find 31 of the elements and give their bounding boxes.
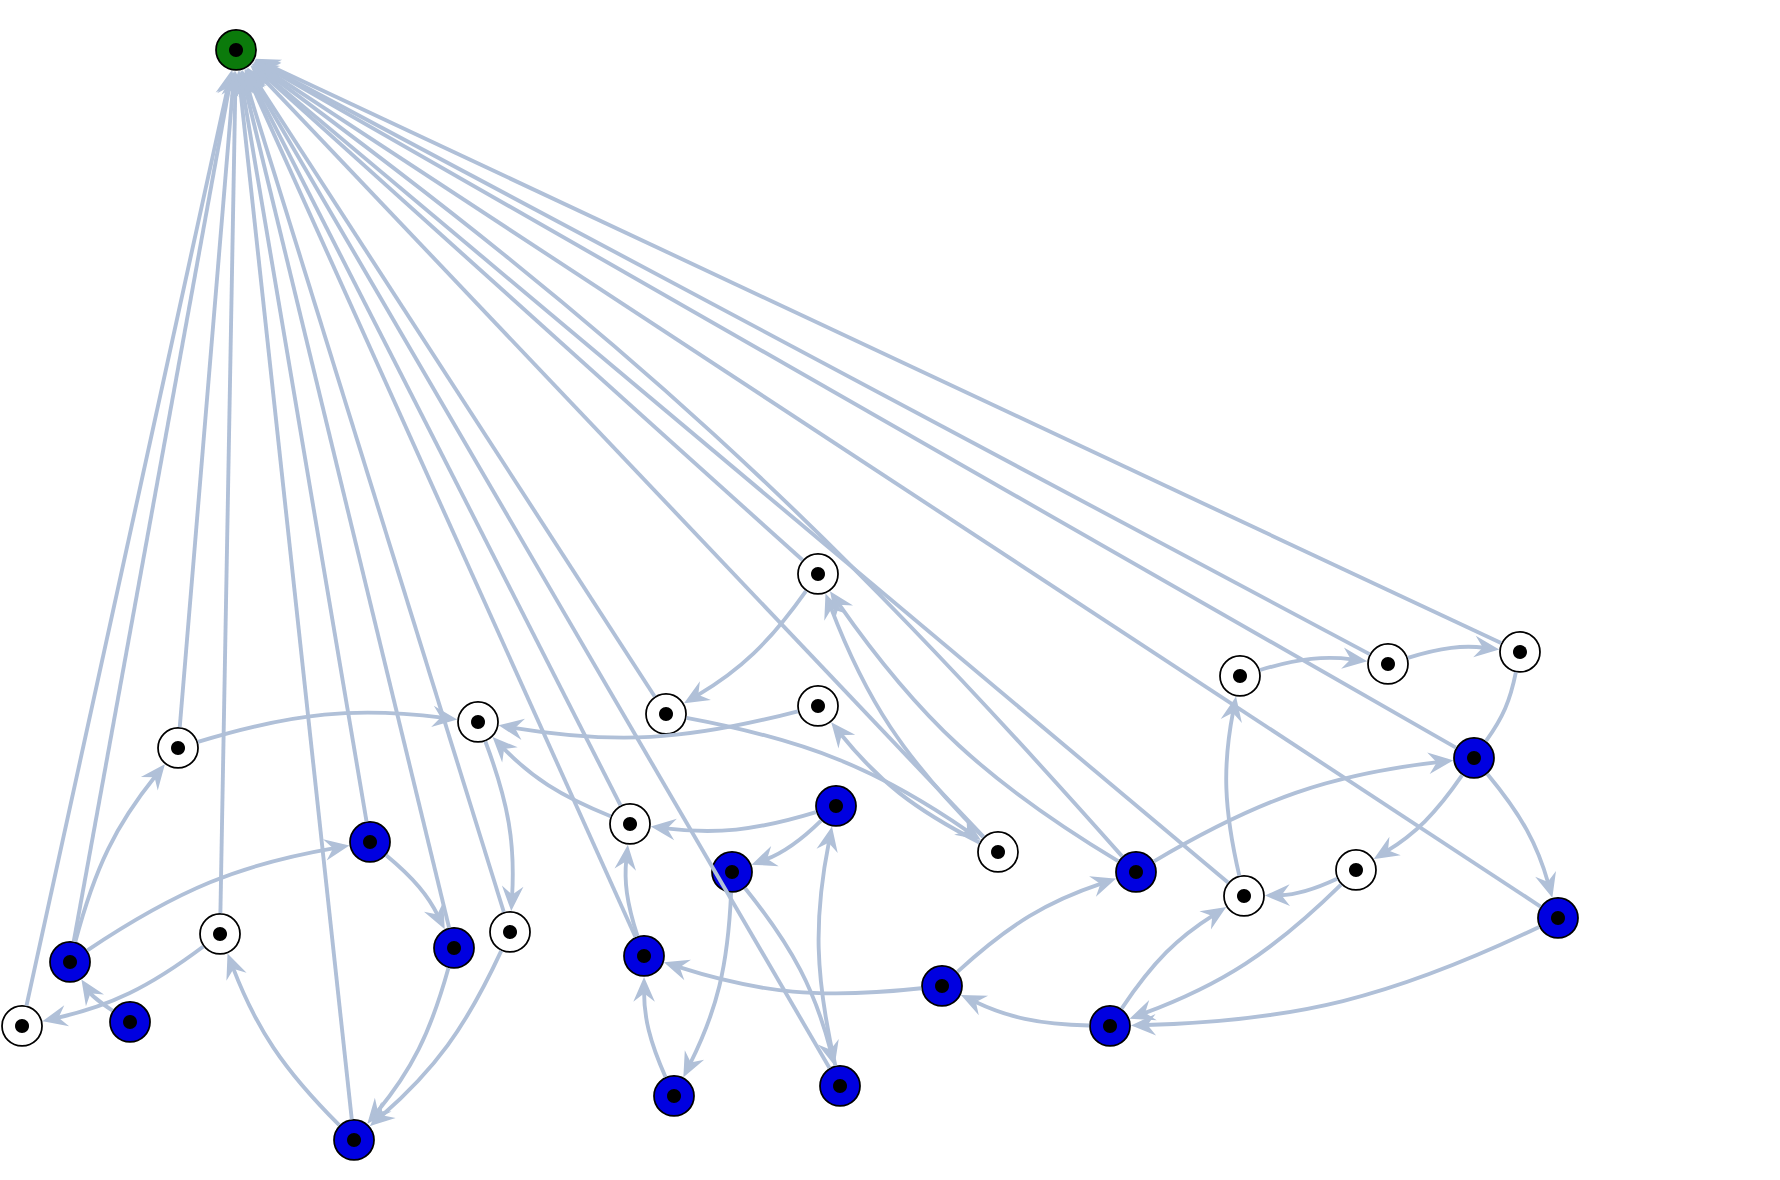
circle-node xyxy=(1089,1005,1131,1047)
circle-node xyxy=(1335,849,1377,891)
circle-node xyxy=(815,785,857,827)
circle-node xyxy=(645,693,687,735)
circle-node xyxy=(977,831,1019,873)
circle-node xyxy=(1453,737,1495,779)
circle-node xyxy=(653,1075,695,1117)
circle-node xyxy=(109,1001,151,1043)
circle-node xyxy=(457,701,499,743)
circle-node xyxy=(1219,655,1261,697)
circle-node xyxy=(215,29,257,71)
circle-node xyxy=(433,927,475,969)
circle-node xyxy=(157,727,199,769)
circle-node xyxy=(333,1119,375,1161)
circle-node xyxy=(711,851,753,893)
circle-node xyxy=(797,685,839,727)
circle-node xyxy=(797,553,839,595)
circle-node xyxy=(1367,643,1409,685)
circle-node xyxy=(1,1005,43,1047)
circle-node xyxy=(49,941,91,983)
circle-node xyxy=(199,913,241,955)
circle-node xyxy=(1537,897,1579,939)
circle-node xyxy=(489,911,531,953)
circle-node xyxy=(921,965,963,1007)
circle-node xyxy=(1115,851,1157,893)
circle-node xyxy=(609,803,651,845)
circle-node xyxy=(1499,631,1541,673)
circle-node xyxy=(819,1065,861,1107)
circle-node xyxy=(623,935,665,977)
circle-node xyxy=(1223,875,1265,917)
circle-node xyxy=(349,821,391,863)
